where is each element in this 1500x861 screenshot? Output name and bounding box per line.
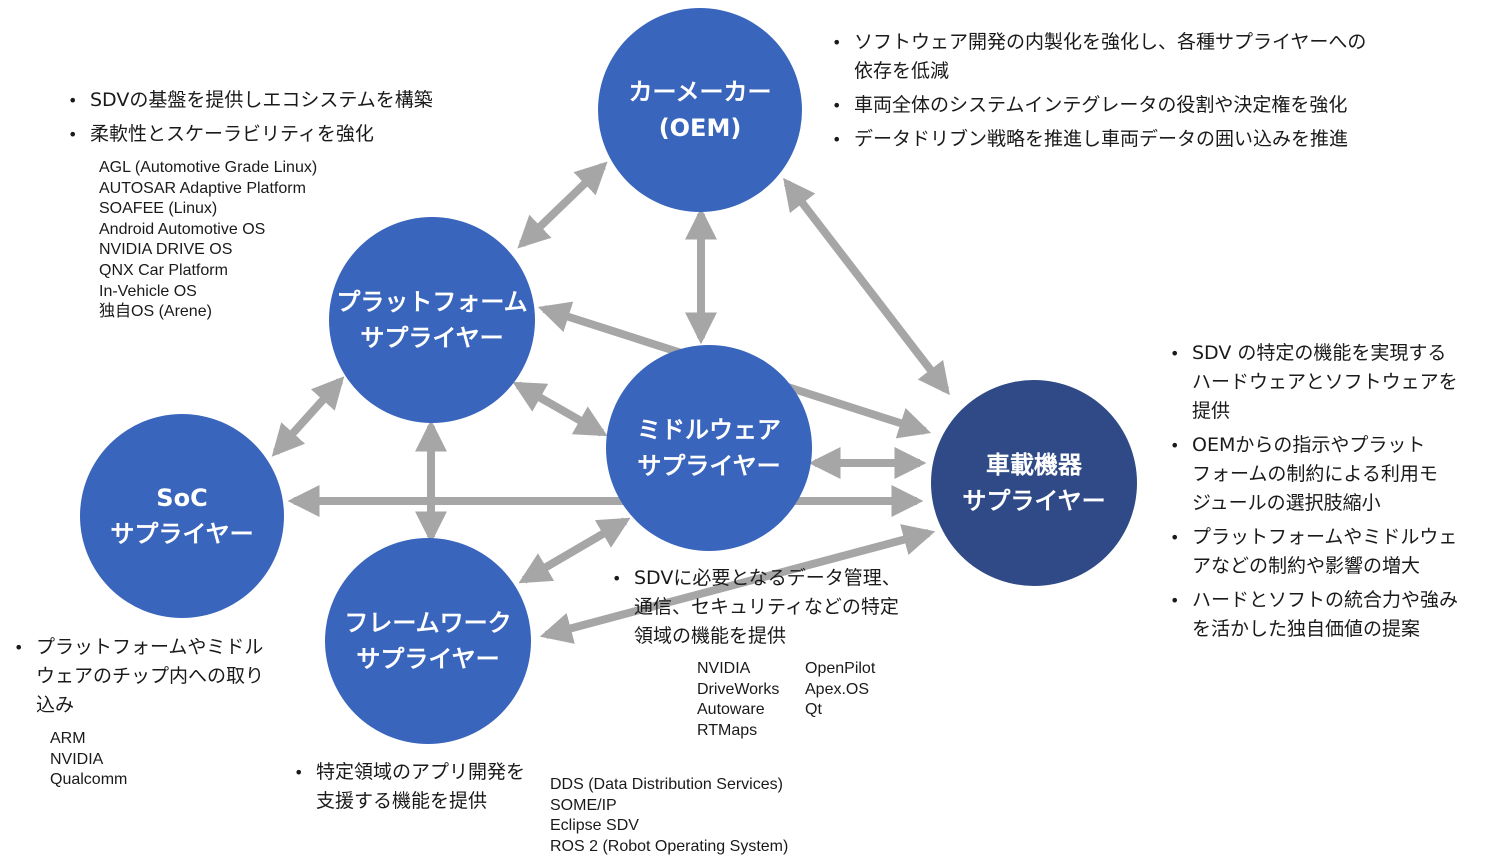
oem-note-2-line-1: 車両全体のシステムインテグレータの役割や決定権を強化: [854, 94, 1348, 116]
oem-node: カーメーカー (OEM): [598, 8, 802, 212]
soc-note-1-line-1: プラットフォームやミドル: [36, 636, 264, 658]
ecu-note-4-line-1: ハードとソフトの統合力や強み: [1192, 589, 1459, 611]
soc-product-1: ARM: [50, 730, 86, 747]
middleware-product-3: Autoware: [697, 701, 765, 719]
ecu-note-1: SDV の特定の機能を実現する ハードウェアとソフトウェアを 提供: [1170, 339, 1490, 426]
framework-product-2: SOME/IP: [550, 796, 617, 814]
middleware-product-6: Apex.OS: [805, 680, 870, 698]
platform-product-3: SOAFEE (Linux): [99, 200, 218, 218]
middleware-note-1-line-2: 通信、セキュリティなどの特定: [634, 596, 899, 618]
platform-node-label-1: プラットフォーム: [336, 288, 528, 316]
soc-note-1: プラットフォームやミドル ウェアのチップ内への取り 込み: [14, 633, 304, 720]
oem-notes: ソフトウェア開発の内製化を強化し、各種サプライヤーへの 依存を低減 車両全体のシ…: [832, 28, 1452, 159]
oem-node-label-2: (OEM): [658, 114, 742, 142]
ecu-note-1-line-1: SDV の特定の機能を実現する: [1192, 342, 1447, 364]
ecu-note-2-line-2: フォームの制約による利用モ: [1192, 463, 1438, 485]
platform-product-8: 独自OS (Arene): [99, 303, 212, 321]
ecu-note-1-line-2: ハードウェアとソフトウェアを: [1192, 371, 1458, 393]
oem-note-1-line-1: ソフトウェア開発の内製化を強化し、各種サプライヤーへの: [854, 31, 1367, 53]
framework-products: DDS (Data Distribution Services) SOME/IP…: [550, 775, 788, 857]
ecu-note-4-line-2: を活かした独自価値の提案: [1192, 618, 1421, 640]
soc-note-1-line-2: ウェアのチップ内への取り: [36, 665, 265, 687]
ecu-note-3-line-2: アなどの制約や影響の増大: [1192, 555, 1421, 577]
middleware-note-1-line-3: 領域の機能を提供: [634, 625, 787, 647]
ecu-note-4: ハードとソフトの統合力や強み を活かした独自価値の提案: [1170, 586, 1490, 644]
middleware-supplier-node: ミドルウェア サプライヤー: [606, 345, 812, 551]
middleware-note-1-line-1: SDVに必要となるデータ管理、: [634, 567, 901, 589]
middleware-note-1: SDVに必要となるデータ管理、 通信、セキュリティなどの特定 領域の機能を提供: [612, 564, 942, 651]
framework-notes: 特定領域のアプリ開発を 支援する機能を提供: [294, 758, 554, 821]
platform-note-1-line-1: SDVの基盤を提供しエコシステムを構築: [90, 89, 433, 111]
middleware-products-col1: NVIDIA DriveWorks Autoware RTMaps: [697, 659, 779, 741]
soc-product-2: NVIDIA: [50, 750, 104, 768]
platform-product-6: QNX Car Platform: [99, 261, 228, 279]
arrow-oem-ecu: [783, 177, 950, 396]
ecu-note-3-line-1: プラットフォームやミドルウェ: [1192, 526, 1458, 548]
soc-supplier-node: SoC サプライヤー: [80, 414, 284, 618]
middleware-product-7: Qt: [805, 701, 822, 719]
ecu-note-2-line-3: ジュールの選択肢縮小: [1192, 492, 1381, 514]
oem-note-1: ソフトウェア開発の内製化を強化し、各種サプライヤーへの 依存を低減: [832, 28, 1452, 86]
platform-product-7: In-Vehicle OS: [99, 282, 197, 300]
soc-product-3: Qualcomm: [50, 771, 128, 789]
framework-node-label-1: フレームワーク: [344, 609, 512, 637]
middleware-product-4: RTMaps: [697, 721, 758, 739]
oem-note-3-line-1: データドリブン戦略を推進し車両データの囲い込みを推進: [854, 128, 1349, 150]
arrow-middleware-framework: [518, 517, 631, 584]
ecu-note-3: プラットフォームやミドルウェ アなどの制約や影響の増大: [1170, 523, 1490, 581]
oem-note-2: 車両全体のシステムインテグレータの役割や決定権を強化: [832, 91, 1452, 120]
framework-product-1: DDS (Data Distribution Services): [550, 776, 783, 793]
ecu-note-1-line-3: 提供: [1192, 400, 1231, 422]
soc-note-1-line-3: 込み: [36, 694, 75, 716]
oem-node-label-1: カーメーカー: [628, 78, 772, 106]
platform-product-2: AUTOSAR Adaptive Platform: [99, 179, 306, 197]
middleware-product-5: OpenPilot: [805, 660, 876, 677]
platform-note-2: 柔軟性とスケーラビリティを強化: [68, 120, 488, 149]
ecu-notes: SDV の特定の機能を実現する ハードウェアとソフトウェアを 提供 OEMからの…: [1170, 339, 1490, 649]
arrow-platform-oem: [517, 161, 608, 249]
ecu-note-2-line-1: OEMからの指示やプラット: [1192, 434, 1426, 456]
soc-node-label-1: SoC: [156, 484, 208, 512]
ecu-node-label-2: サプライヤー: [962, 487, 1106, 515]
platform-product-4: Android Automotive OS: [99, 220, 266, 238]
platform-note-2-line-1: 柔軟性とスケーラビリティを強化: [90, 123, 374, 145]
soc-products: ARM NVIDIA Qualcomm: [50, 729, 127, 791]
platform-notes: SDVの基盤を提供しエコシステムを構築 柔軟性とスケーラビリティを強化: [68, 86, 488, 154]
platform-supplier-node: プラットフォーム サプライヤー: [329, 217, 535, 423]
arrow-platform-soc: [271, 376, 345, 457]
oem-note-1-line-2: 依存を低減: [854, 60, 950, 82]
framework-note-1: 特定領域のアプリ開発を 支援する機能を提供: [294, 758, 554, 816]
middleware-products-col2: OpenPilot Apex.OS Qt: [805, 659, 875, 721]
platform-product-5: NVIDIA DRIVE OS: [99, 241, 233, 259]
soc-node-label-2: サプライヤー: [110, 520, 254, 548]
framework-note-1-line-1: 特定領域のアプリ開発を: [316, 761, 526, 783]
middleware-node-label-1: ミドルウェア: [637, 416, 781, 444]
middleware-product-2: DriveWorks: [697, 680, 780, 698]
framework-note-1-line-2: 支援する機能を提供: [316, 790, 488, 812]
framework-supplier-node: フレームワーク サプライヤー: [325, 538, 531, 744]
framework-node-label-2: サプライヤー: [356, 645, 500, 673]
framework-product-4: ROS 2 (Robot Operating System): [550, 837, 789, 855]
middleware-product-1: NVIDIA: [697, 660, 751, 677]
ecu-note-2: OEMからの指示やプラット フォームの制約による利用モ ジュールの選択肢縮小: [1170, 431, 1490, 518]
arrow-platform-middleware: [512, 381, 608, 437]
soc-notes: プラットフォームやミドル ウェアのチップ内への取り 込み: [14, 633, 304, 725]
oem-note-3: データドリブン戦略を推進し車両データの囲い込みを推進: [832, 125, 1452, 154]
middleware-node-label-2: サプライヤー: [637, 452, 781, 480]
platform-node-label-2: サプライヤー: [360, 324, 504, 352]
ecu-supplier-node: 車載機器 サプライヤー: [931, 380, 1137, 586]
ecu-node-label-1: 車載機器: [986, 451, 1082, 479]
middleware-notes: SDVに必要となるデータ管理、 通信、セキュリティなどの特定 領域の機能を提供: [612, 564, 942, 656]
platform-note-1: SDVの基盤を提供しエコシステムを構築: [68, 86, 488, 115]
platform-products: AGL (Automotive Grade Linux) AUTOSAR Ada…: [99, 158, 317, 323]
framework-product-3: Eclipse SDV: [550, 817, 639, 835]
platform-product-1: AGL (Automotive Grade Linux): [99, 159, 318, 176]
